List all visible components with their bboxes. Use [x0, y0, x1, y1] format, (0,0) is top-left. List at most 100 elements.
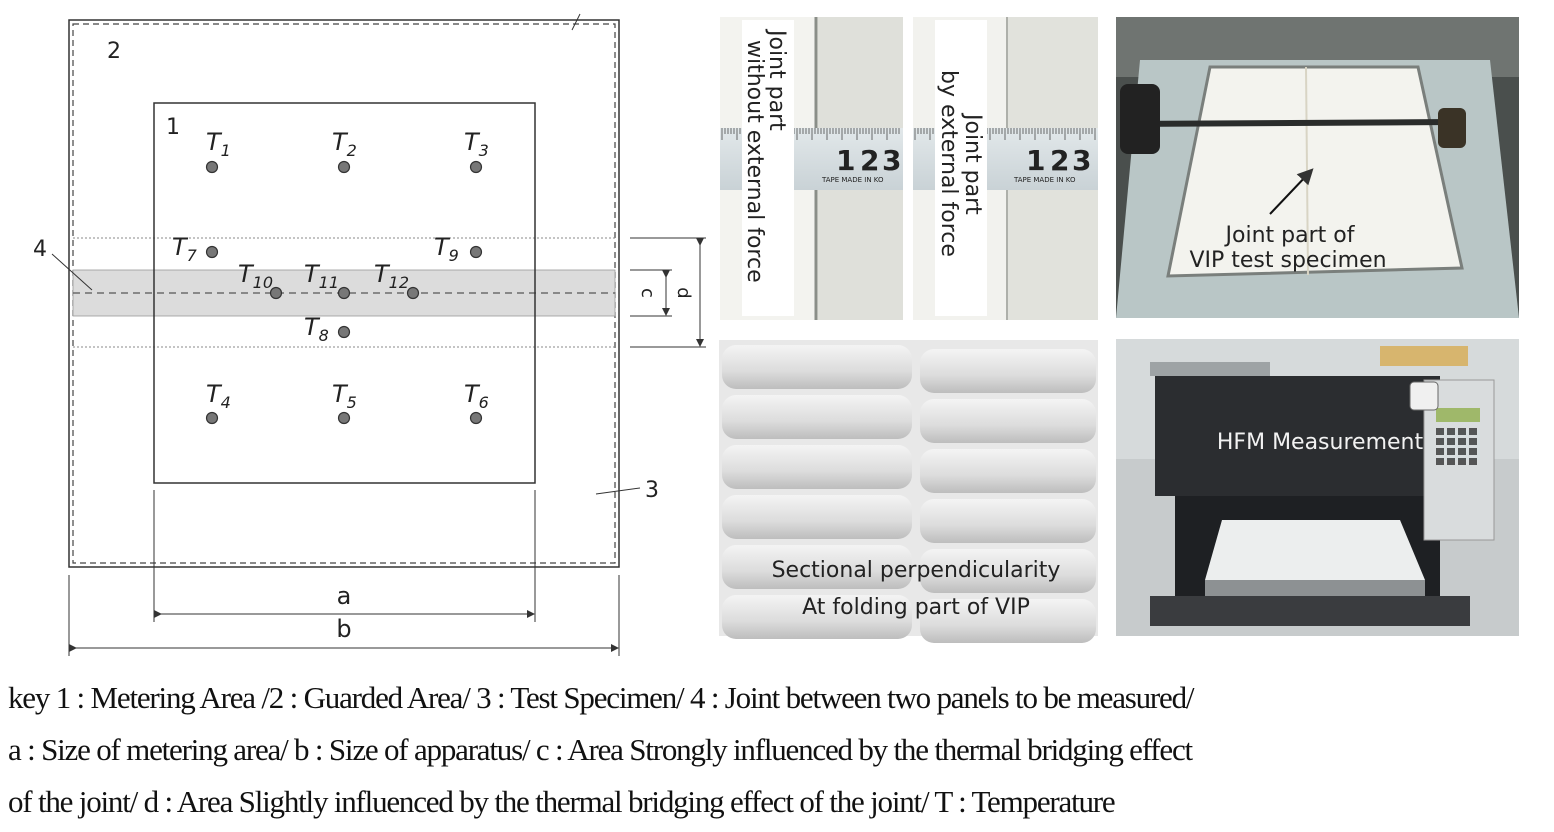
keypad-key — [1458, 458, 1466, 465]
label-box — [935, 20, 987, 316]
vip-bag-right — [920, 499, 1096, 543]
tape-digit: 1 — [836, 144, 855, 177]
label-box — [742, 20, 794, 316]
vip-bag-left — [722, 495, 912, 539]
photo-vip-specimen: Joint part of VIP test specimen — [1116, 17, 1519, 318]
vip-bag-left — [722, 545, 912, 589]
vip-bag-right — [920, 399, 1096, 443]
label-joint-number: 4 — [33, 237, 47, 262]
dim-c-label: c — [637, 288, 658, 298]
sensor-dot — [406, 286, 420, 300]
vip-panel — [1166, 65, 1464, 278]
caption-line-3: of the joint/ d : Area Slightly influenc… — [8, 784, 1116, 819]
keypad-key — [1458, 448, 1466, 455]
tape-digit: 2 — [1050, 144, 1069, 177]
tape-digit: 2 — [860, 144, 879, 177]
sensor-label: T10 — [238, 260, 273, 292]
dim-a-label: a — [337, 582, 352, 610]
specimen-label-line1: Joint part of — [1224, 223, 1356, 248]
photo-folding-part: Sectional perpendicularity At folding pa… — [719, 340, 1098, 643]
keypad-key — [1436, 448, 1444, 455]
vip-bag-left — [722, 345, 912, 389]
joint-force-line2: by external force — [936, 70, 961, 257]
keypad-key — [1469, 438, 1477, 445]
timer — [1409, 381, 1439, 411]
sensor-label: T11 — [304, 260, 339, 292]
joint-no-force-line2: without external force — [742, 40, 767, 283]
keypad-key — [1458, 438, 1466, 445]
joint-leader-line — [51, 253, 93, 291]
photo-joint-by-force: 1 2 3 TAPE MADE IN KO Joint part by exte… — [913, 17, 1098, 320]
wood-board — [1380, 346, 1468, 366]
dim-b-label: b — [336, 615, 351, 643]
keypad-key — [1436, 428, 1444, 435]
photo-joint-without-force: 1 2 3 TAPE MADE IN KO Joint part without… — [720, 17, 903, 320]
label-metering-number: 1 — [166, 115, 180, 140]
vip-bag-right — [920, 599, 1096, 643]
hfm-label: HFM Measurement — [1217, 430, 1424, 455]
caption-line-2: a : Size of metering area/ b : Size of a… — [8, 732, 1193, 767]
tape-digit: 3 — [1072, 144, 1091, 177]
sensor-dot — [469, 160, 483, 174]
apparatus-outline — [68, 19, 620, 568]
folding-label-line1: Sectional perpendicularity — [772, 558, 1061, 583]
sensor-label: T4 — [206, 380, 231, 412]
keypad-key — [1458, 428, 1466, 435]
folding-label-line2: At folding part of VIP — [802, 595, 1030, 620]
sensor-dot — [205, 160, 219, 174]
keypad-key — [1447, 428, 1455, 435]
keypad-key — [1436, 458, 1444, 465]
keypad-key — [1447, 448, 1455, 455]
clamp-handle-right — [1438, 108, 1466, 148]
sensor-dot — [205, 245, 219, 259]
sensor-label: T7 — [172, 233, 198, 265]
figure-caption: key 1 : Metering Area /2 : Guarded Area/… — [8, 672, 1548, 828]
sensor-dot — [205, 411, 219, 425]
vip-bag-right — [920, 449, 1096, 493]
keypad-key — [1469, 458, 1477, 465]
sensor-label: T3 — [464, 128, 489, 160]
tape-digit: 3 — [882, 144, 901, 177]
sensor-dot — [469, 245, 483, 259]
tape-digit: 1 — [1026, 144, 1045, 177]
joint-force-line1: Joint part — [960, 112, 985, 215]
sensor-label: T5 — [332, 380, 357, 412]
joint-pointer-arrow — [1269, 168, 1314, 215]
tape-print: TAPE MADE IN KO — [1013, 176, 1076, 184]
clamp-bar — [1129, 119, 1453, 127]
caption-line-1: key 1 : Metering Area /2 : Guarded Area/… — [8, 680, 1195, 715]
vip-bag-right — [920, 349, 1096, 393]
sensor-dot — [469, 411, 483, 425]
panel-stack — [1150, 362, 1270, 376]
sensor-dot — [269, 286, 283, 300]
label-guarded-number: 2 — [107, 39, 121, 64]
vip-bag-left — [722, 445, 912, 489]
hfm-top-housing — [1155, 376, 1440, 496]
keypad-key — [1436, 438, 1444, 445]
label-specimen-number: 3 — [645, 478, 659, 503]
vip-bag-left — [722, 395, 912, 439]
vip-bag-left — [722, 595, 912, 639]
tray — [1205, 580, 1425, 596]
break-mark — [571, 13, 581, 31]
keypad-key — [1447, 458, 1455, 465]
specimen-plate — [1205, 520, 1425, 580]
keypad-key — [1469, 448, 1477, 455]
sensor-label: T2 — [332, 128, 357, 160]
sensor-dot — [337, 286, 351, 300]
sensor-label: T9 — [434, 233, 459, 265]
sensor-label: T8 — [304, 313, 329, 345]
keypad-key — [1447, 438, 1455, 445]
vip-stack — [722, 345, 1096, 643]
specimen-leader-line — [595, 487, 641, 495]
dim-d-label: d — [673, 287, 694, 298]
keypad-key — [1469, 428, 1477, 435]
vip-bag-right — [920, 549, 1096, 593]
control-display — [1436, 408, 1480, 422]
tape-print: TAPE MADE IN KO — [821, 176, 884, 184]
sensor-label: T12 — [374, 260, 409, 292]
keypad — [1436, 428, 1477, 465]
